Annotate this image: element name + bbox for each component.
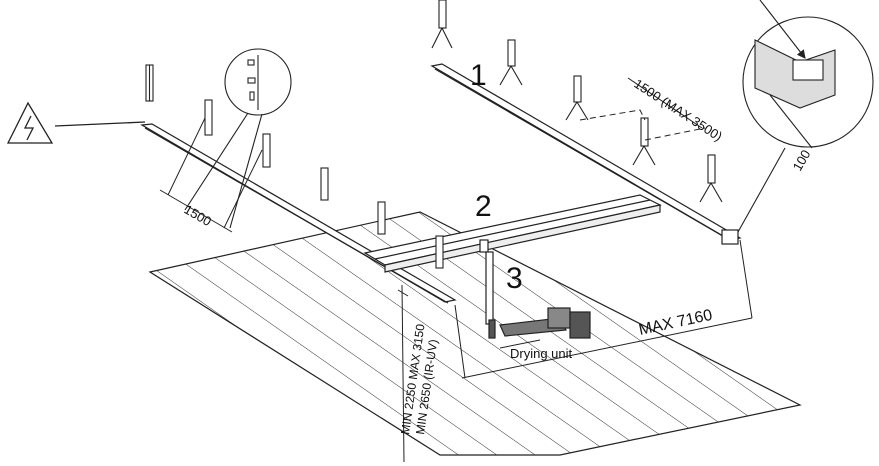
profile-size-label: 100 <box>790 147 814 173</box>
left-supports <box>145 64 444 269</box>
right-supports <box>431 0 723 203</box>
drying-unit-assembly <box>479 239 591 339</box>
dimension-lines <box>159 77 753 463</box>
floor-area <box>148 211 802 456</box>
rail-profile-detail <box>737 0 874 233</box>
high-voltage-warning-icon <box>6 101 146 144</box>
rail-number-1: 1 <box>470 59 487 92</box>
support-spacing-left-label: 1500 <box>182 202 215 229</box>
right-rail <box>430 63 742 245</box>
drying-unit-label: Drying unit <box>510 346 573 361</box>
beam-number-2: 2 <box>475 190 492 223</box>
mounting-parts-detail <box>184 48 292 229</box>
arm-number-3: 3 <box>506 262 523 295</box>
